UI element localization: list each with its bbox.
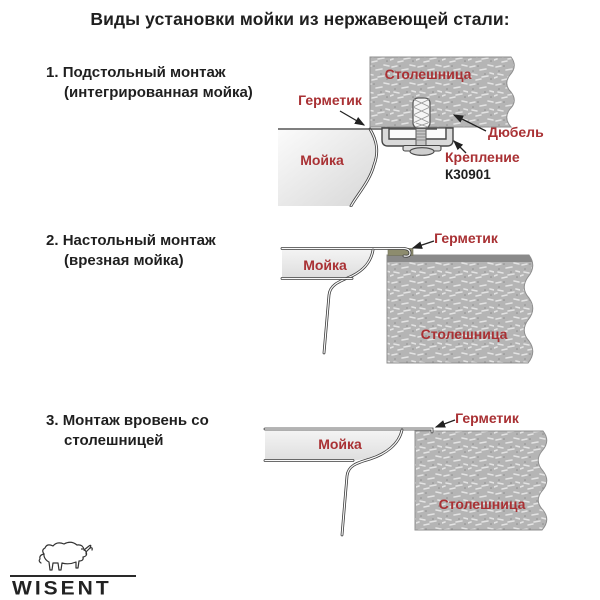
item-1-line1: 1. Подстольный монтаж [46, 63, 266, 83]
arrow-to-sealant [434, 419, 456, 428]
screw-head [409, 147, 435, 156]
logo-divider [10, 575, 136, 577]
sink-top-line-inner [281, 247, 411, 257]
label-fastener-code: К30901 [445, 167, 491, 182]
sink-wall-line-inner [341, 429, 403, 536]
sink-shape [278, 130, 377, 206]
diagram-topmount-figure: Герметик Мойка Столешница [280, 230, 534, 364]
item-1-title: Подстольный монтаж [62, 64, 226, 81]
bison-icon [38, 541, 93, 571]
item-3-number: 3. [46, 412, 59, 429]
sink-wall-line-inner [350, 128, 378, 207]
dowel-lattice [412, 98, 431, 128]
sink-rim-band [282, 249, 374, 278]
brand-logo: WISENT [8, 538, 140, 600]
label-sink: Мойка [300, 152, 344, 168]
label-dowel: Дюбель [488, 124, 544, 140]
label-sealant: Герметик [434, 230, 499, 246]
arrow-to-sealant [339, 110, 366, 126]
list-item-topmount: 2. Настольный монтаж (врезная мойка) [46, 231, 266, 271]
brand-wordmark: WISENT [12, 577, 112, 600]
countertop-shape [386, 254, 534, 364]
label-countertop: Столешница [385, 66, 472, 82]
countertop-shape [414, 430, 548, 531]
diagram-flushmount-figure: Герметик Мойка Столешница [263, 410, 548, 537]
label-sink: Мойка [318, 436, 362, 452]
laminate-edge [387, 255, 533, 262]
sink-top-line-inner [264, 428, 433, 433]
arrow-to-dowel [452, 114, 487, 132]
screw-threads [416, 130, 426, 141]
diagram-undermount-figure: Столешница Герметик Мойка Дюбель Креплен… [278, 56, 544, 207]
sink-wall-line-inner [323, 249, 374, 354]
label-sealant: Герметик [455, 410, 520, 426]
item-3-line1: 3. Монтаж вровень со [46, 411, 266, 431]
item-3-title: Монтаж вровень со [62, 412, 209, 429]
list-item-flushmount: 3. Монтаж вровень со столешницей [46, 411, 266, 451]
item-2-line2: (врезная мойка) [64, 252, 184, 269]
list-item-undermount: 1. Подстольный монтаж (интегрированная м… [46, 63, 266, 103]
dowel-shape [412, 97, 431, 129]
label-fastener: Крепление [445, 149, 520, 165]
sink-rim-band [265, 430, 401, 461]
item-3-line2: столешницей [64, 432, 164, 449]
item-2-number: 2. [46, 232, 59, 249]
bracket-shape [381, 127, 454, 147]
label-sink: Мойка [303, 257, 347, 273]
item-1-number: 1. [46, 64, 59, 81]
item-2-line1: 2. Настольный монтаж [46, 231, 266, 251]
item-2-title: Настольный монтаж [62, 232, 216, 249]
arrow-to-sealant [411, 240, 435, 249]
label-countertop: Столешница [421, 326, 508, 342]
label-countertop: Столешница [439, 496, 526, 512]
item-1-line2: (интегрированная мойка) [64, 84, 253, 101]
page-title: Виды установки мойки из нержавеющей стал… [90, 9, 510, 29]
arrow-to-fastener [453, 140, 467, 154]
label-sealant: Герметик [298, 92, 363, 108]
countertop-shape [369, 56, 515, 128]
